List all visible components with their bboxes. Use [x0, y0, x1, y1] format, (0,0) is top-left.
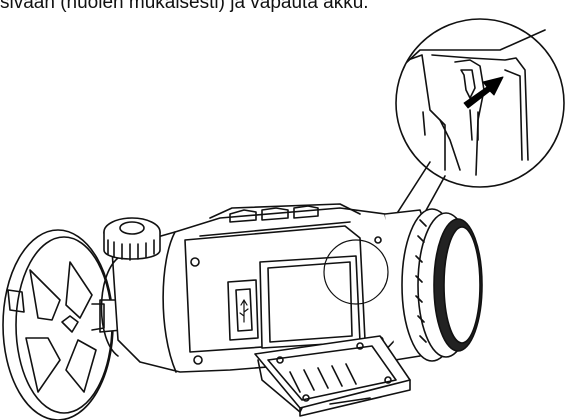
eyepiece: [384, 208, 483, 362]
battery-cover: [254, 335, 411, 417]
usb-icon: [239, 299, 249, 323]
instruction-caption: sivaan (nuolen mukaisesti) ja vapauta ak…: [0, 0, 369, 13]
detail-magnifier: [395, 18, 565, 188]
lens-cap: [2, 229, 114, 420]
arrow-icon: [463, 76, 504, 109]
device-body: [100, 203, 396, 373]
highlight-circle: [323, 239, 389, 305]
